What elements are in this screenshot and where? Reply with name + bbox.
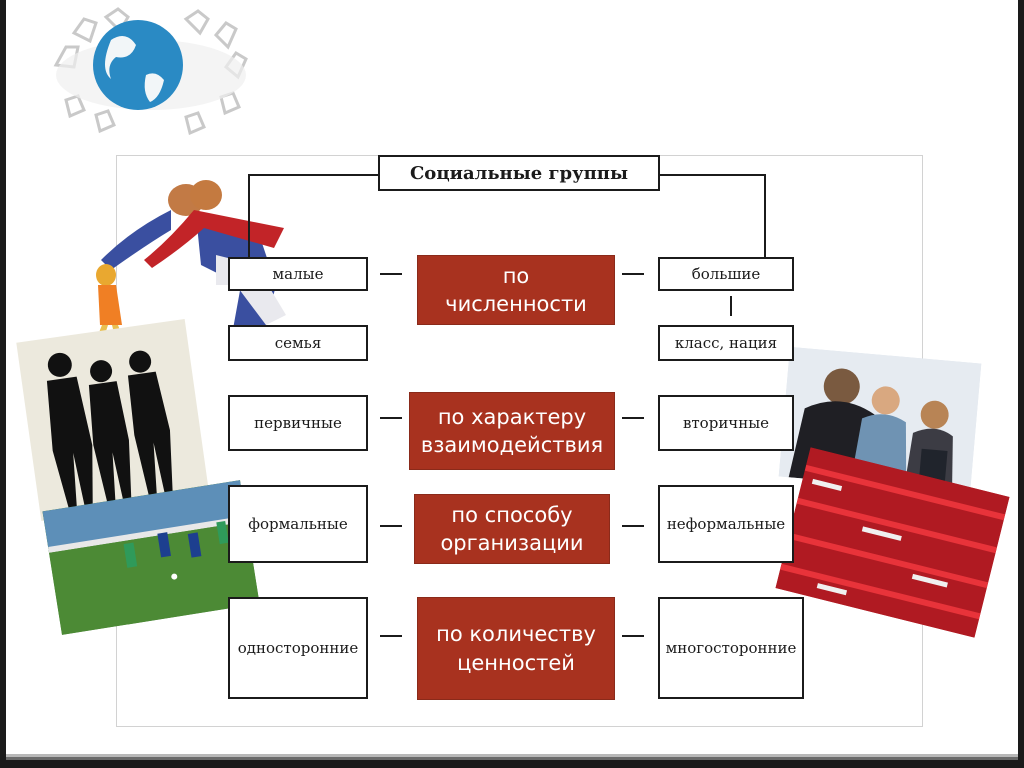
- criterion-by-size: по численности: [417, 255, 615, 325]
- silhouettes-image: [16, 319, 210, 521]
- dash-left-3: [380, 525, 402, 527]
- class-nation-example-box: класс, нация: [658, 325, 794, 361]
- connector-title-right-h: [660, 174, 766, 176]
- informal-groups-box: неформальные: [658, 485, 794, 563]
- football-match-image: [42, 480, 260, 635]
- dash-right-4: [622, 635, 644, 637]
- dash-right-2: [622, 417, 644, 419]
- football-fans-image: [775, 447, 1010, 638]
- secondary-groups-box: вторичные: [658, 395, 794, 451]
- one-sided-groups-box: односторонние: [228, 597, 368, 699]
- multi-sided-groups-box: многосторонние: [658, 597, 804, 699]
- criterion-by-organization: по способу организации: [414, 494, 610, 564]
- small-groups-box: малые: [228, 257, 368, 291]
- connector-title-left-h: [248, 174, 378, 176]
- dash-left-2: [380, 417, 402, 419]
- criterion-by-values: по количеству ценностей: [417, 597, 615, 700]
- connector-title-right-v: [764, 174, 766, 257]
- connector-title-left-v: [248, 174, 250, 257]
- title-box: Социальные группы: [378, 155, 660, 191]
- dash-right-3: [622, 525, 644, 527]
- criterion-by-interaction: по характеру взаимодействия: [409, 392, 615, 470]
- family-example-box: семья: [228, 325, 368, 361]
- slide: Социальные группы малые по численности б…: [6, 0, 1018, 754]
- large-groups-box: большие: [658, 257, 794, 291]
- connector-example-right: [730, 296, 732, 316]
- dash-left-1: [380, 273, 402, 275]
- formal-groups-box: формальные: [228, 485, 368, 563]
- dash-left-4: [380, 635, 402, 637]
- primary-groups-box: первичные: [228, 395, 368, 451]
- dash-right-1: [622, 273, 644, 275]
- globe-image: [26, 5, 266, 135]
